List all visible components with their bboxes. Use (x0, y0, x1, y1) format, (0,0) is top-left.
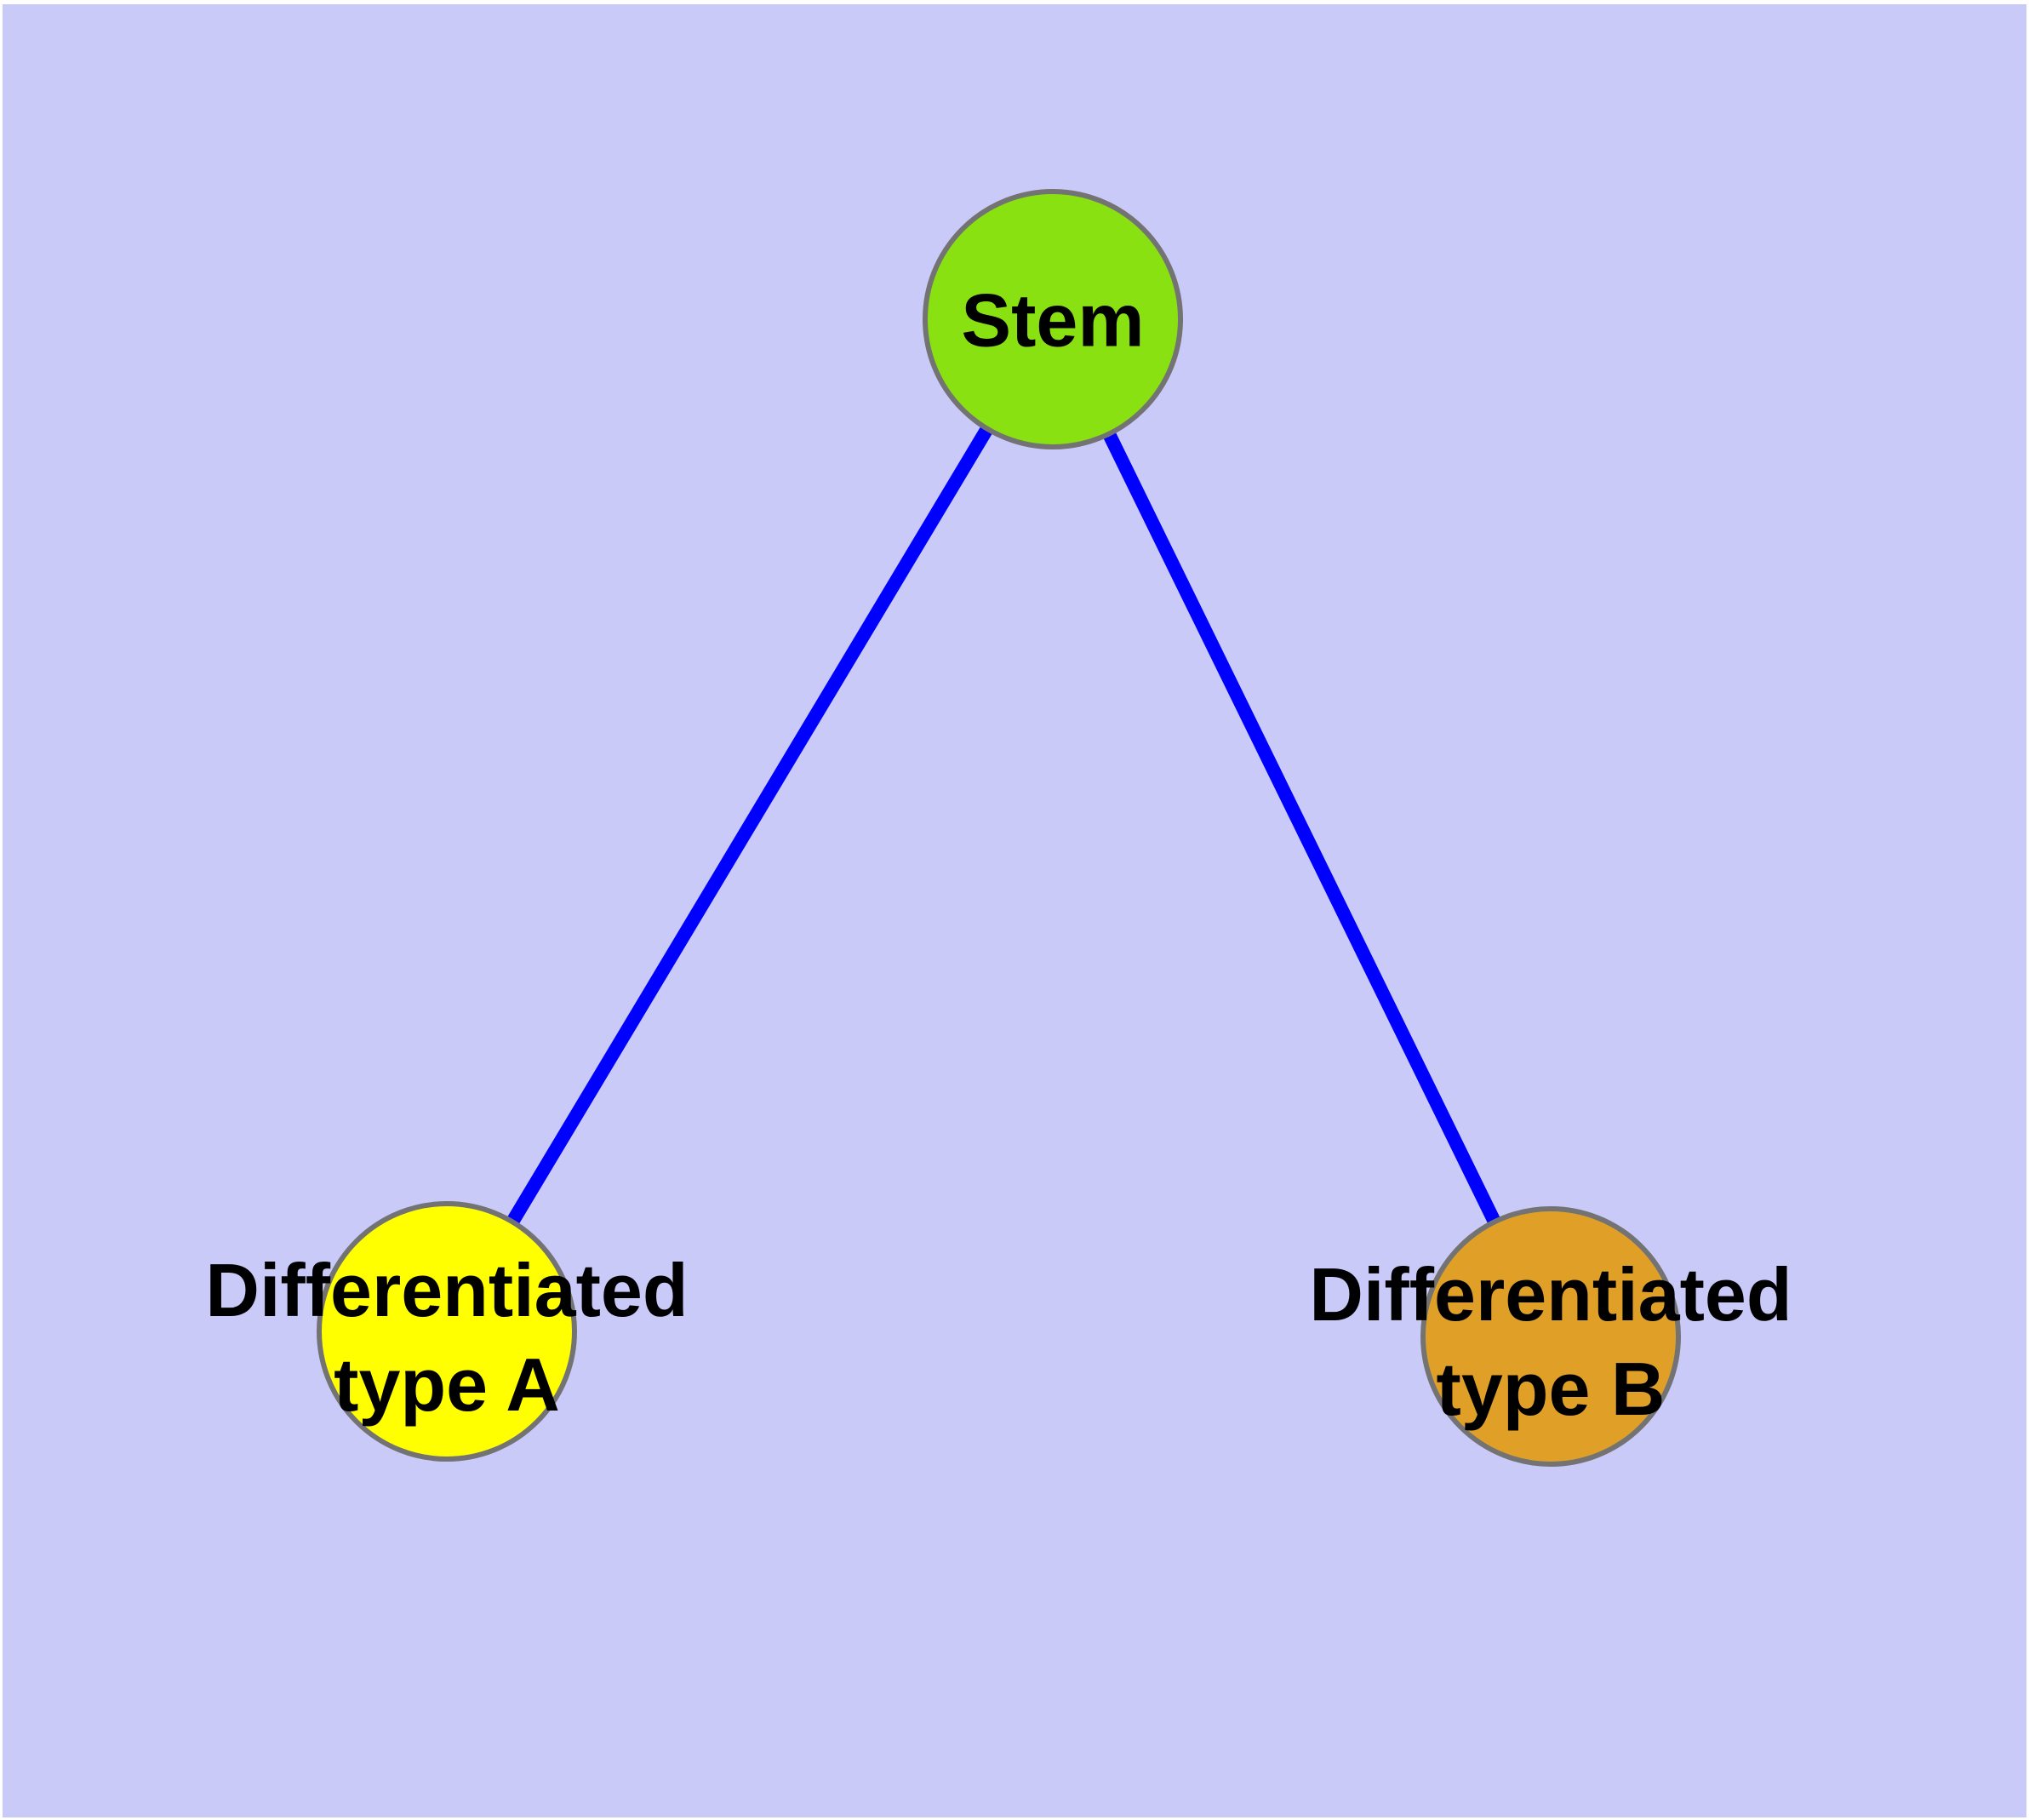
edge-stem-to-type-b (1046, 316, 1557, 1340)
edge-layer (441, 315, 1557, 1340)
edge-stem-to-type-a (441, 315, 1059, 1336)
node-differentiated-type-a-circle (317, 1201, 577, 1462)
node-stem-circle (923, 189, 1183, 449)
node-differentiated-type-b-label: Differentiated type B (1309, 1252, 1792, 1431)
node-stem-label: Stem (961, 278, 1145, 363)
node-differentiated-type-b-circle (1420, 1206, 1681, 1467)
node-differentiated-type-a-label: Differentiated type A (205, 1248, 689, 1427)
diagram-background: Stem Differentiated type A Differentiate… (3, 4, 2026, 1817)
